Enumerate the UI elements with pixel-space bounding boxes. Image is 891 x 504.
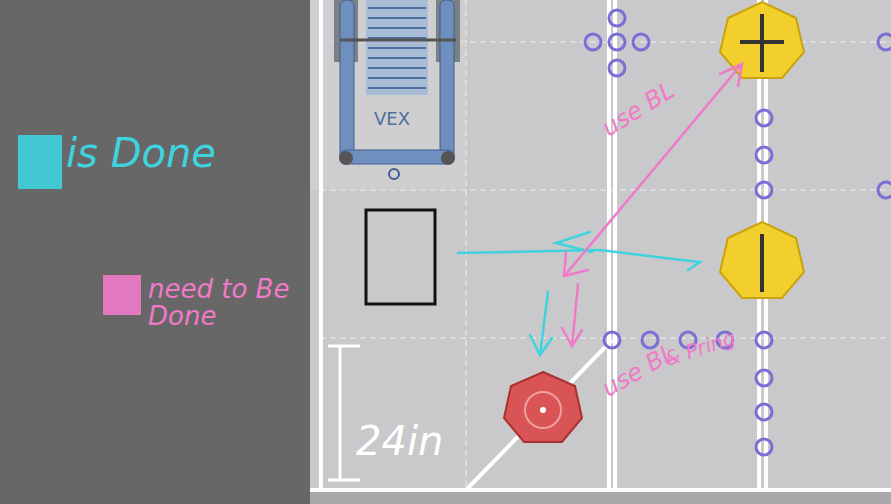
field-edge bbox=[310, 492, 891, 504]
done-path-arrows bbox=[458, 232, 700, 355]
legend-swatch bbox=[103, 275, 141, 315]
todo-path-arrows bbox=[562, 64, 742, 346]
legend-label: is Done bbox=[66, 132, 306, 174]
red-goal bbox=[504, 372, 582, 442]
dimension-label: 24in bbox=[356, 420, 443, 462]
tile-lines bbox=[320, 0, 891, 490]
side-panel bbox=[0, 0, 310, 504]
robot-logo: VEX bbox=[374, 110, 410, 129]
field-lines bbox=[310, 0, 891, 490]
legend-label: need to Be Done bbox=[148, 276, 298, 331]
legend-swatch bbox=[18, 135, 62, 189]
yellow-goals bbox=[720, 2, 804, 298]
robot bbox=[334, 0, 460, 179]
drawn-rectangle bbox=[366, 210, 435, 304]
dimension-bracket bbox=[328, 346, 360, 480]
start-tile bbox=[310, 0, 466, 190]
field-floor bbox=[310, 0, 891, 504]
rings bbox=[585, 10, 891, 455]
